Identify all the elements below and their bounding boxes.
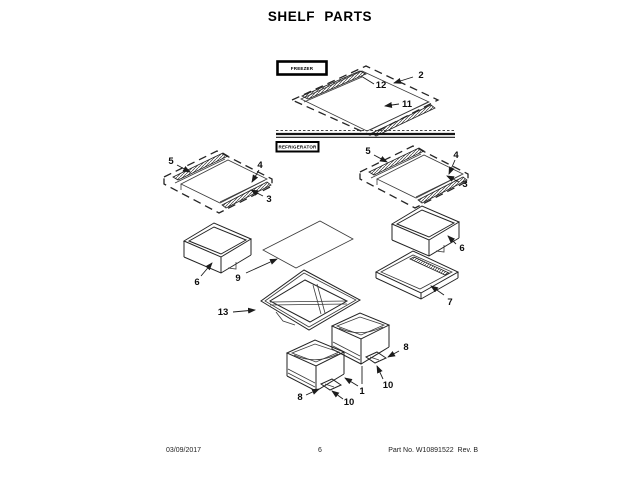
callout-10-left: 10 [331,390,355,408]
frame-opening [268,279,349,323]
drawer-mesh-bottom [395,209,456,238]
callout-6-right: 6 [447,235,465,254]
refrigerator-shelf-right [359,145,469,209]
svg-text:4: 4 [453,150,459,161]
bin-slider-right [364,351,388,364]
callout-2: 2 [393,70,424,84]
glass-insert [262,220,354,269]
freezer-label-box: FREEZER [276,60,328,76]
freezer-shelf-assembly [290,65,440,137]
freezer-rail-back [301,70,367,100]
callout-1: 1 [344,366,365,397]
freezer-label: FREEZER [291,66,314,71]
tray-inner [380,254,453,290]
shelf-tray [374,250,460,300]
callout-3-left: 3 [250,189,272,205]
svg-text:5: 5 [365,146,371,157]
svg-text:9: 9 [235,273,240,284]
callout-3-right: 3 [446,175,468,190]
callout-4-right: 4 [448,150,459,175]
callout-4-left: 4 [251,160,263,183]
svg-text:4: 4 [257,160,263,171]
shelf-glass [180,159,268,204]
freezer-shelf-dashed-outline [290,65,440,136]
svg-text:13: 13 [218,307,229,318]
refrigerator-label-box: REFRIGERATOR [275,141,320,153]
shelf-dashed-outline [359,145,469,209]
callout-6-left: 6 [194,262,213,288]
callout-8-left: 8 [297,388,320,403]
callout-12: 12 [360,75,387,91]
frame-outer [260,269,362,331]
refrigerator-label: REFRIGERATOR [279,144,318,149]
svg-text:6: 6 [459,243,464,254]
callout-11: 11 [384,99,413,110]
callout-5-right: 5 [365,146,388,163]
callout-7: 7 [430,285,453,308]
crisper-drawer-left [182,222,253,274]
drawer-mesh-bottom [187,226,248,255]
shelf-dashed-outline [163,150,273,214]
callout-8-right: 8 [387,342,409,358]
page-title: SHELF PARTS [267,9,373,24]
shelf-rail-front [221,181,272,209]
glass-panel [262,220,354,269]
callout-10-right: 10 [376,365,394,391]
shelf-rail-back [368,147,425,176]
svg-text:12: 12 [376,80,387,91]
tray-rail [409,256,450,276]
refrigerator-shelf-left [163,150,273,214]
svg-text:6: 6 [194,277,199,288]
svg-text:1: 1 [359,386,365,397]
shelf-frame [260,269,362,331]
svg-text:2: 2 [418,70,423,81]
callout-13: 13 [218,307,256,318]
svg-text:10: 10 [383,380,394,391]
svg-text:11: 11 [402,99,413,110]
door-bin-right [330,312,391,365]
svg-text:3: 3 [462,179,467,190]
freezer-section: FREEZER 12 2 11 [276,60,440,137]
svg-text:10: 10 [344,397,355,408]
crisper-drawer-right [390,205,461,257]
section-divider [276,130,455,138]
callout-9: 9 [235,258,278,284]
shelf-rail-back [172,152,229,181]
bin-slider-left [319,378,343,391]
svg-text:8: 8 [403,342,408,353]
shelf-rail-front [417,176,468,204]
svg-text:3: 3 [266,194,271,205]
footer-date: 03/09/2017 [166,447,202,454]
callout-5-left: 5 [168,156,191,173]
footer-page-number: 6 [318,447,322,454]
svg-text:7: 7 [447,297,452,308]
footer-part-number: Part No. W10891522 Rev. B [388,447,478,454]
shelf-glass [376,154,464,199]
svg-text:5: 5 [168,156,174,167]
svg-text:8: 8 [297,392,302,403]
